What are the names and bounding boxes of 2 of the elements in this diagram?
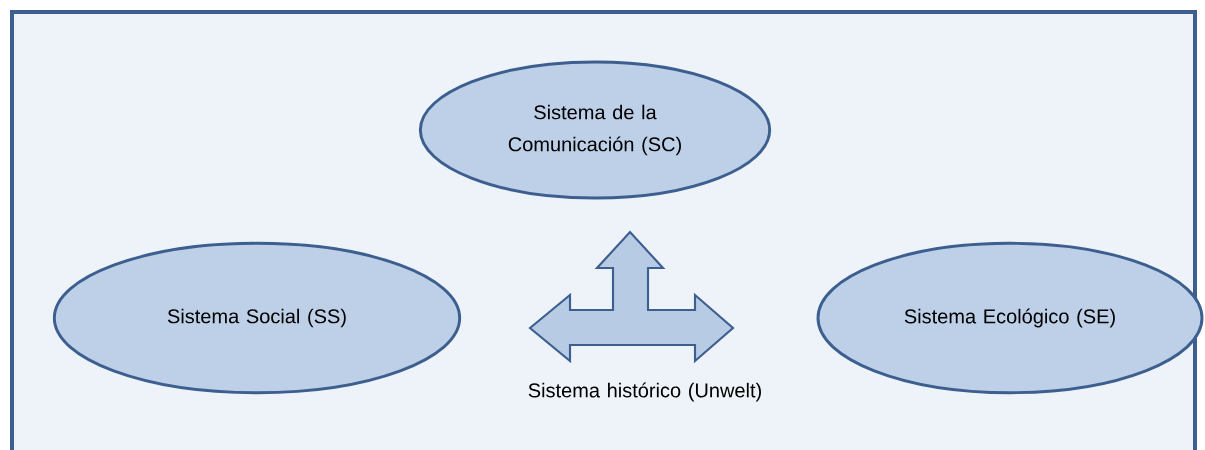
caption-text: Sistema histórico (Unwelt) (528, 382, 761, 402)
three-way-arrow (528, 230, 735, 364)
